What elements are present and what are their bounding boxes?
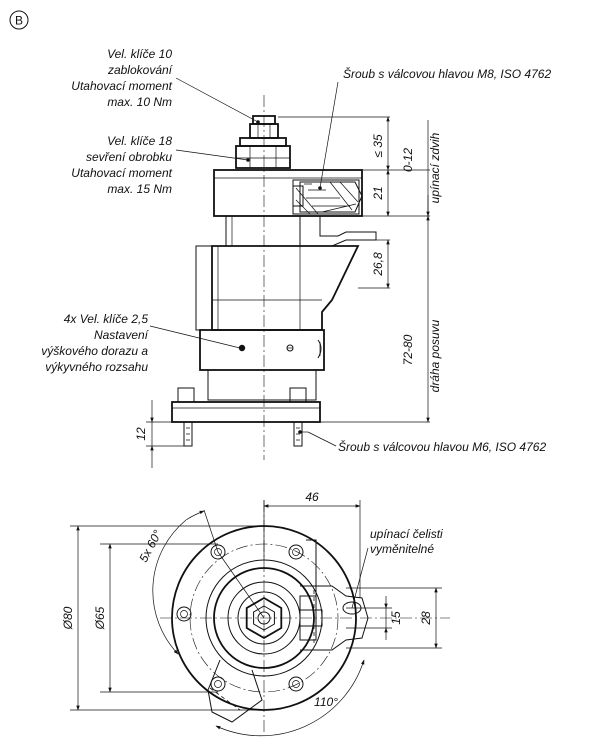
dim-dia80: Ø80: [61, 606, 75, 630]
callout-screw-m8: Šroub s válcovou hlavou M8, ISO 4762: [343, 66, 551, 81]
dim-feed-range: 72-80: [401, 334, 415, 365]
adjust-ring: [199, 329, 325, 371]
m6-stud-right: [293, 421, 303, 447]
callout-screw-m6: Šroub s válcovou hlavou M6, ISO 4762: [338, 439, 546, 454]
body-circle-4: [237, 591, 291, 645]
body-left-rib: [195, 245, 213, 331]
dim-angle-110: 110°: [314, 695, 338, 709]
svg-text:Nastavení: Nastavení: [94, 328, 150, 342]
svg-text:Vel. klíče 10: Vel. klíče 10: [107, 47, 172, 61]
top-view: [70, 500, 450, 737]
adjust-hole-1: [238, 344, 246, 352]
base-flange: [171, 401, 321, 423]
angle-110-arc: [215, 659, 365, 737]
dim-stroke-range: 0-12: [401, 148, 415, 172]
clamp-arm: [213, 169, 363, 217]
dim-46: 46: [305, 490, 319, 504]
svg-text:Vel. klíče 18: Vel. klíče 18: [107, 134, 172, 148]
dim-21: 21: [371, 186, 385, 200]
m6-stud-left: [183, 421, 193, 447]
dim-12: 12: [134, 427, 148, 441]
svg-text:Utahovací moment: Utahovací moment: [71, 79, 172, 93]
svg-text:vyměnitelné: vyměnitelné: [370, 542, 434, 556]
callout-key25: 4x Vel. klíče 2,5 Nastavení výškového do…: [41, 312, 149, 374]
jaw-outline: [300, 585, 369, 651]
pitch-arc: [152, 519, 187, 655]
screw-head-right: [289, 387, 307, 403]
callout-leaders: [149, 77, 339, 447]
view-badge: B: [9, 10, 29, 30]
clamp-nut: [235, 145, 291, 169]
callout-key10: Vel. klíče 10 zablokování Utahovací mome…: [71, 47, 173, 109]
dim-dia65: Ø65: [93, 606, 107, 630]
svg-text:max. 10 Nm: max. 10 Nm: [107, 95, 172, 109]
svg-text:Utahovací moment: Utahovací moment: [71, 166, 172, 180]
lower-cylinder: [207, 369, 317, 401]
svg-text:4x Vel. klíče 2,5: 4x Vel. klíče 2,5: [64, 312, 149, 326]
svg-text:výkyvného rozsahu: výkyvného rozsahu: [45, 360, 148, 374]
svg-text:sevření obrobku: sevření obrobku: [86, 150, 172, 164]
dim-15: 15: [389, 611, 403, 625]
column-upper: [225, 215, 301, 247]
callout-jaws: upínací čelisti vyměnitelné: [370, 527, 443, 556]
svg-text:výškového dorazu a: výškového dorazu a: [41, 344, 148, 358]
svg-text:zablokování: zablokování: [107, 63, 174, 77]
m8-screw-section: [292, 179, 363, 215]
callout-key18: Vel. klíče 18 sevření obrobku Utahovací …: [71, 134, 172, 196]
center-hex-nut: [245, 596, 283, 640]
dim-28: 28: [419, 611, 433, 626]
view-badge-label: B: [15, 14, 23, 28]
svg-text:max. 15 Nm: max. 15 Nm: [107, 182, 172, 196]
side-view: [146, 95, 430, 468]
main-body: [211, 245, 360, 331]
dim-feed-label: dráha posuvu: [428, 319, 442, 392]
svg-text:upínací čelisti: upínací čelisti: [370, 527, 443, 541]
jaw-plate: [299, 216, 377, 247]
clamp-nut-upper: [239, 137, 287, 147]
dim-35: ≤ 35: [371, 134, 385, 158]
dim-26-8: 26,8: [371, 252, 385, 277]
screw-head-left: [177, 387, 195, 403]
dim-pitch: 5x 60°: [136, 528, 164, 565]
dim-stroke-label: upínací zdvih: [428, 132, 442, 203]
